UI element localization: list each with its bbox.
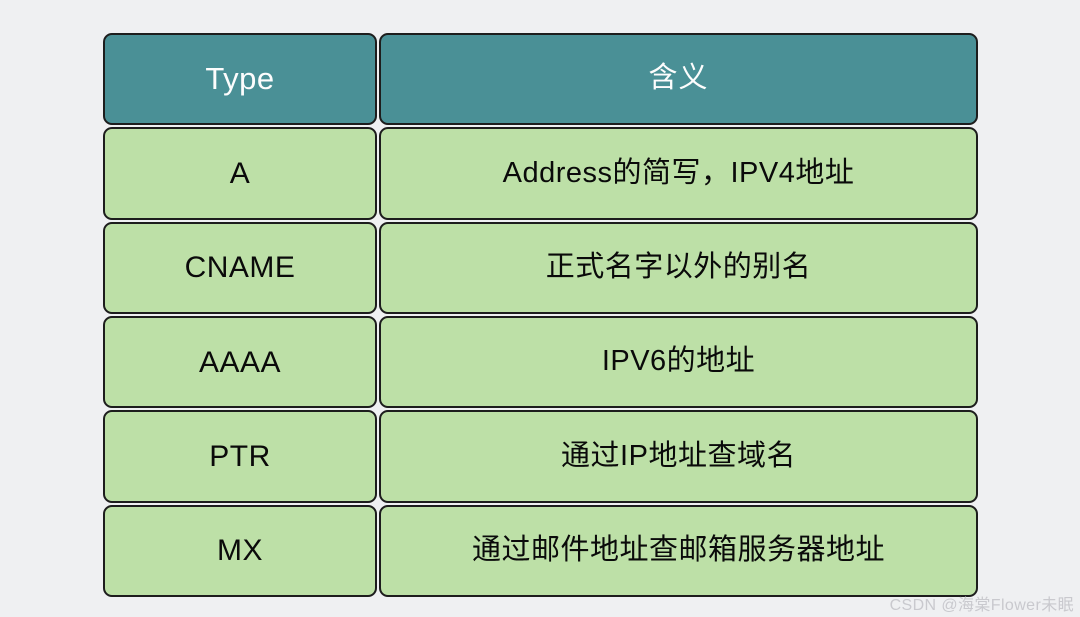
column-header-meaning: 含义: [379, 33, 978, 126]
table-row: AAAA IPV6的地址: [103, 315, 978, 409]
table-header-row: Type 含义: [103, 33, 978, 126]
csdn-watermark: CSDN @海棠Flower未眠: [889, 597, 1074, 614]
cell-record-meaning: 正式名字以外的别名: [379, 221, 978, 314]
cell-record-type: AAAA: [103, 315, 377, 409]
cell-record-type: MX: [103, 504, 377, 597]
cell-record-type: A: [103, 127, 377, 220]
column-header-type: Type: [103, 33, 377, 126]
table-row: A Address的简写，IPV4地址: [103, 127, 978, 220]
cell-record-type: PTR: [103, 410, 377, 503]
cell-record-type: CNAME: [103, 221, 377, 314]
cell-record-meaning: IPV6的地址: [379, 315, 978, 409]
cell-record-meaning: 通过IP地址查域名: [379, 410, 978, 503]
cell-record-meaning: 通过邮件地址查邮箱服务器地址: [379, 504, 978, 597]
table-row: MX 通过邮件地址查邮箱服务器地址: [103, 504, 978, 597]
table-row: PTR 通过IP地址查域名: [103, 410, 978, 503]
table-row: CNAME 正式名字以外的别名: [103, 221, 978, 314]
dns-record-types-table: Type 含义 A Address的简写，IPV4地址 CNAME 正式名字以外…: [103, 33, 978, 597]
cell-record-meaning: Address的简写，IPV4地址: [379, 127, 978, 220]
